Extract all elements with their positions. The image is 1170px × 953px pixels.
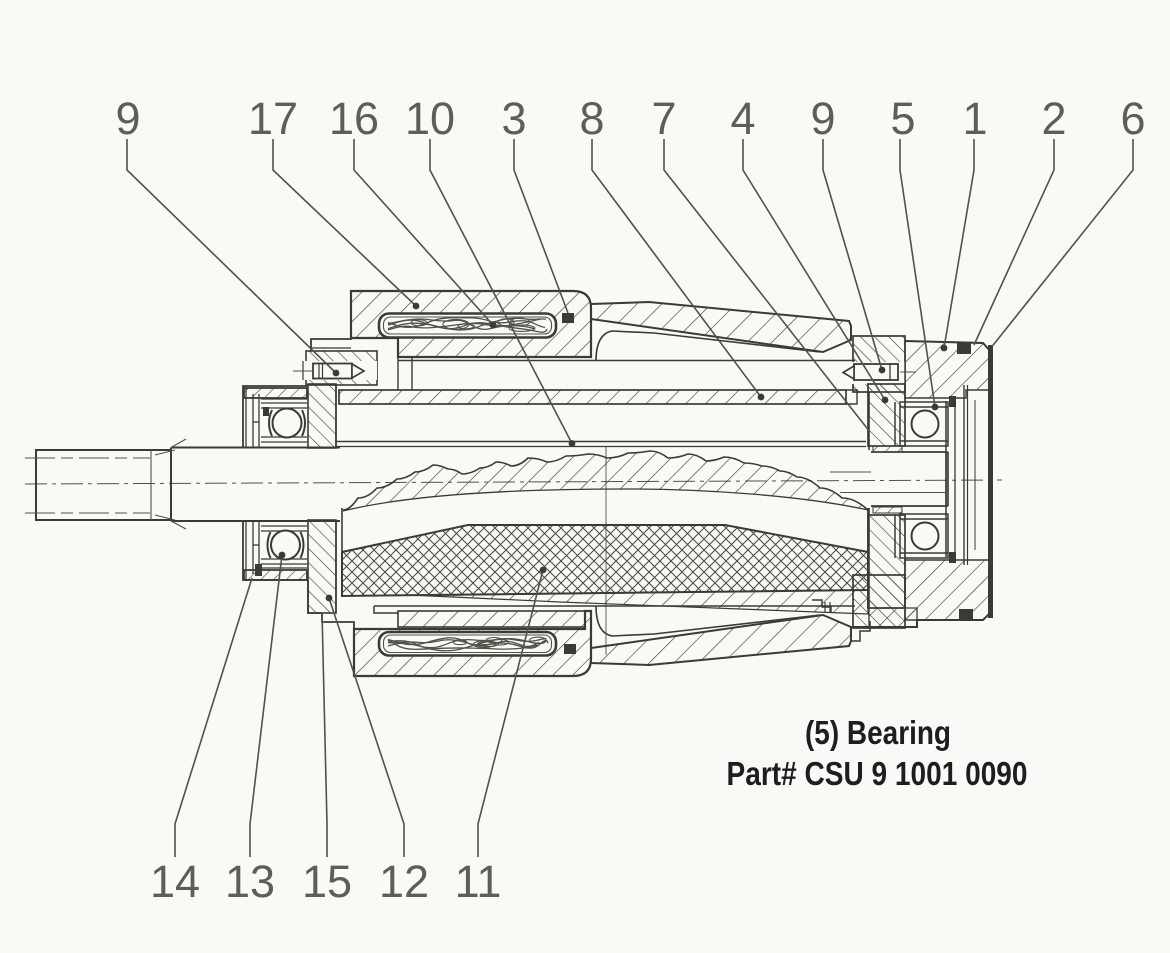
svg-text:4: 4 (730, 93, 755, 144)
svg-text:17: 17 (248, 93, 298, 144)
svg-text:2: 2 (1041, 93, 1066, 144)
svg-text:(5) Bearing: (5) Bearing (805, 714, 951, 751)
svg-text:6: 6 (1120, 93, 1145, 144)
svg-text:16: 16 (329, 93, 379, 144)
svg-text:15: 15 (302, 856, 352, 907)
svg-text:7: 7 (651, 93, 676, 144)
svg-text:5: 5 (890, 93, 915, 144)
svg-text:3: 3 (501, 93, 526, 144)
svg-text:13: 13 (225, 856, 275, 907)
svg-text:9: 9 (810, 93, 835, 144)
svg-text:9: 9 (115, 93, 140, 144)
svg-text:14: 14 (150, 856, 200, 907)
svg-text:1: 1 (962, 93, 987, 144)
svg-text:12: 12 (379, 856, 429, 907)
svg-text:8: 8 (579, 93, 604, 144)
svg-text:10: 10 (405, 93, 455, 144)
svg-text:11: 11 (455, 856, 502, 907)
svg-text:Part# CSU 9 1001 0090: Part# CSU 9 1001 0090 (727, 755, 1028, 792)
